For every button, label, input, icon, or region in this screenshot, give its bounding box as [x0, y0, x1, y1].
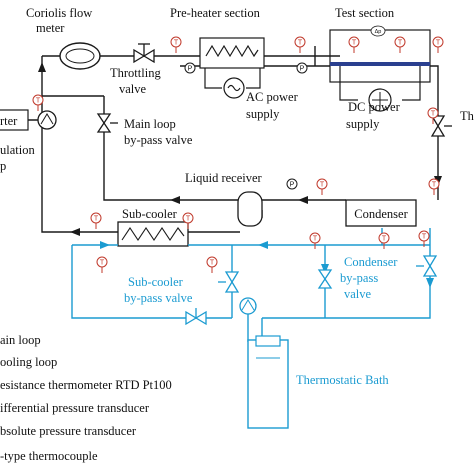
thermometer-marker: T — [427, 107, 439, 124]
thermometer-marker: T — [316, 178, 328, 195]
thermometer-marker: T — [182, 212, 194, 229]
ac-power-label-2: supply — [246, 107, 280, 121]
main-bypass-valve — [96, 113, 118, 133]
thermometer-marker: T — [348, 36, 360, 53]
right-throttle-valve — [430, 115, 452, 137]
subcooler-bypass-label-1: Sub-cooler — [128, 275, 184, 289]
cooling-right-valve — [416, 255, 438, 277]
starter-label-fragment: rter — [0, 114, 18, 128]
thermometer-symbol: T — [298, 40, 303, 47]
throttling-valve — [133, 43, 155, 64]
thermometer-symbol: T — [432, 182, 437, 189]
condenser — [345, 199, 417, 227]
thermometer-marker: T — [428, 178, 440, 195]
preheater — [199, 37, 265, 99]
dc-power-label-2: supply — [346, 117, 380, 131]
thermometer-symbol: T — [436, 40, 441, 47]
thermometer-marker: T — [418, 230, 430, 247]
legend-thermocouple: -type thermocouple — [0, 449, 98, 463]
thermometer-sensors: T T T T T T T T T T T T T T T T — [32, 36, 444, 273]
pressure-marker: P — [184, 62, 196, 74]
condenser-bypass-valve — [317, 269, 333, 289]
thermometer-marker: T — [394, 36, 406, 53]
thermometer-symbol: T — [186, 216, 191, 223]
dc-power-label-1: DC power — [348, 100, 401, 114]
thermometer-symbol: T — [352, 40, 357, 47]
main-bypass-label-1: Main loop — [124, 117, 176, 131]
throttling-label-2: valve — [119, 82, 147, 96]
condenser-label: Condenser — [354, 207, 408, 221]
condenser-bypass-label-1: Condenser — [344, 255, 398, 269]
legend-rtd: esistance thermometer RTD Pt100 — [0, 378, 172, 392]
thermometer-marker: T — [378, 232, 390, 249]
cooling-loop-arrows — [100, 241, 434, 288]
subcooler-label: Sub-cooler — [122, 207, 178, 221]
thermometer-marker: T — [294, 36, 306, 53]
thermometer-symbol: T — [398, 40, 403, 47]
main-bypass-label-2: by-pass valve — [124, 133, 193, 147]
thermometer-symbol: T — [94, 216, 99, 223]
thermometer-marker: T — [170, 36, 182, 53]
thermometer-symbol: T — [36, 98, 41, 105]
pressure-marker: P — [296, 62, 308, 74]
coriolis-label-1: Coriolis flow — [26, 6, 92, 20]
legend-main-loop: ain loop — [0, 333, 41, 347]
thermometer-symbol: T — [422, 234, 427, 241]
thermometer-marker: T — [206, 256, 218, 273]
pump-label-fragment: p — [0, 159, 6, 173]
coriolis-flow-meter — [59, 42, 101, 70]
dp-symbol: Δp — [375, 29, 382, 35]
thermometer-symbol: T — [431, 111, 436, 118]
thermostatic-bath-label: Thermostatic Bath — [296, 373, 389, 387]
thermostatic-bath — [247, 335, 289, 429]
liquid-receiver-label: Liquid receiver — [185, 171, 263, 185]
thermometer-marker: T — [432, 36, 444, 53]
condenser-bypass-label-3: valve — [344, 287, 372, 301]
pressure-symbol: P — [300, 66, 305, 73]
subcooler — [117, 221, 189, 247]
throttling-label-1: Throttling — [110, 66, 161, 80]
subcooler-bypass-valve — [218, 271, 240, 293]
pressure-sensors: P P P — [184, 62, 308, 190]
circulation-label-fragment: ulation — [0, 143, 35, 157]
test-section-label: Test section — [335, 6, 395, 20]
differential-pressure-transducer: Δp — [370, 25, 386, 37]
thermometer-symbol: T — [313, 236, 318, 243]
thermometer-marker: T — [90, 212, 102, 229]
coriolis-label-2: meter — [36, 21, 65, 35]
pressure-symbol: P — [188, 66, 193, 73]
thermometer-marker: T — [32, 94, 44, 111]
legend-absolute: bsolute pressure transducer — [0, 424, 137, 438]
right-throttle-label-fragment: Th — [460, 109, 474, 123]
thermometer-symbol: T — [382, 236, 387, 243]
test-section — [329, 29, 431, 112]
legend-differential: ifferential pressure transducer — [0, 401, 150, 415]
pressure-symbol: P — [290, 182, 295, 189]
preheater-label: Pre-heater section — [170, 6, 261, 20]
pressure-marker: P — [286, 178, 298, 190]
thermometer-symbol: T — [174, 40, 179, 47]
ac-power-label-1: AC power — [246, 90, 299, 104]
thermometer-symbol: T — [100, 260, 105, 267]
liquid-receiver — [237, 191, 263, 227]
legend-cooling-loop: ooling loop — [0, 355, 57, 369]
cooling-bottom-valve — [185, 308, 207, 326]
circulation-pump — [0, 109, 57, 131]
thermometer-symbol: T — [320, 182, 325, 189]
thermometer-symbol: T — [210, 260, 215, 267]
cooling-pump — [239, 297, 257, 315]
thermometer-marker: T — [96, 256, 108, 273]
thermometer-marker: T — [309, 232, 321, 249]
condenser-bypass-label-2: by-pass — [340, 271, 378, 285]
subcooler-bypass-label-2: by-pass valve — [124, 291, 193, 305]
